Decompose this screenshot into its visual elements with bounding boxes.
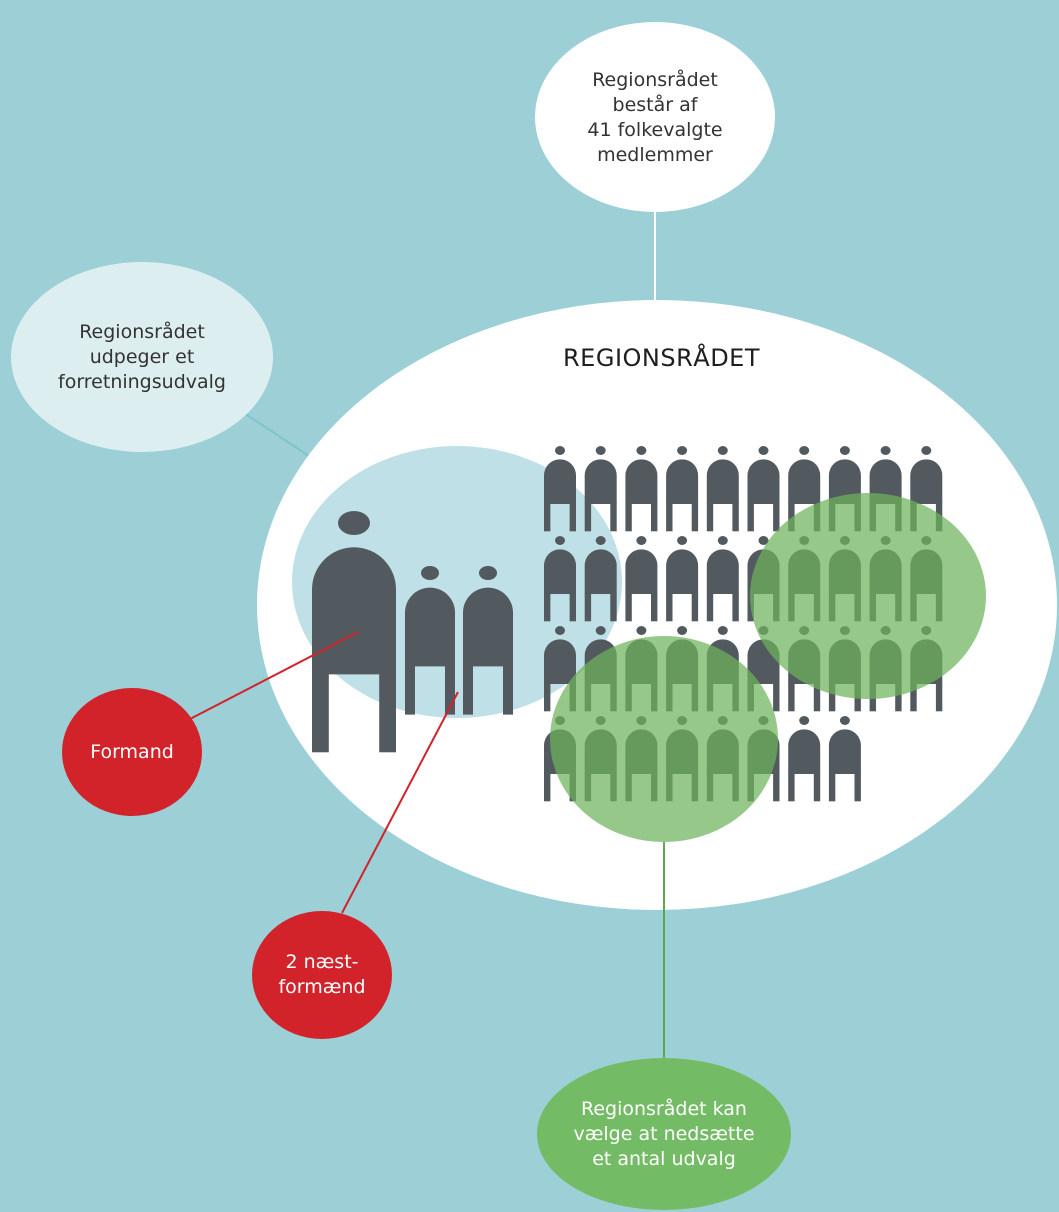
members-bubble: [535, 22, 775, 212]
council-member-figure: [584, 446, 617, 532]
council-member-figure: [828, 716, 861, 802]
chairman-bubble-text: Formand: [90, 740, 174, 763]
council-member-figure: [625, 536, 658, 622]
council-member-figure: [544, 536, 576, 622]
executive-committee-bubble-text: Regionsrådet udpeger et forretningsudval…: [58, 321, 226, 393]
vice-chairmen-bubble-text: 2 næst- formænd: [278, 951, 366, 998]
members-bubble-text: Regionsrådet består af 41 folkevalgte me…: [587, 68, 723, 166]
committees-bubble: [537, 1058, 791, 1210]
vice-chairman-figure: [404, 566, 455, 715]
committees-bubble-text: Regionsrådet kan vælge at nedsætte et an…: [573, 1097, 755, 1170]
vice-chairmen-bubble: [252, 911, 392, 1039]
council-member-figure: [788, 716, 821, 802]
chairman-connector-line: [189, 631, 359, 720]
council-member-figure: [544, 446, 576, 532]
council-title: REGIONSRÅDET: [563, 344, 760, 372]
committee-region-1: [750, 493, 986, 699]
council-member-figure: [706, 536, 739, 622]
council-member-figure: [706, 446, 739, 532]
chairman-figure: [312, 511, 396, 753]
committee-region-2: [550, 636, 778, 842]
vice-chairmen-connector-line: [341, 691, 459, 914]
council-member-figure: [625, 446, 658, 532]
vice-chairman-figure: [463, 566, 513, 715]
council-member-figure: [666, 446, 699, 532]
chairman-bubble: [62, 688, 202, 816]
executive-committee-bubble: [11, 262, 273, 452]
council-member-figure: [584, 536, 617, 622]
council-member-figure: [747, 446, 780, 532]
council-member-figure: [666, 536, 699, 622]
